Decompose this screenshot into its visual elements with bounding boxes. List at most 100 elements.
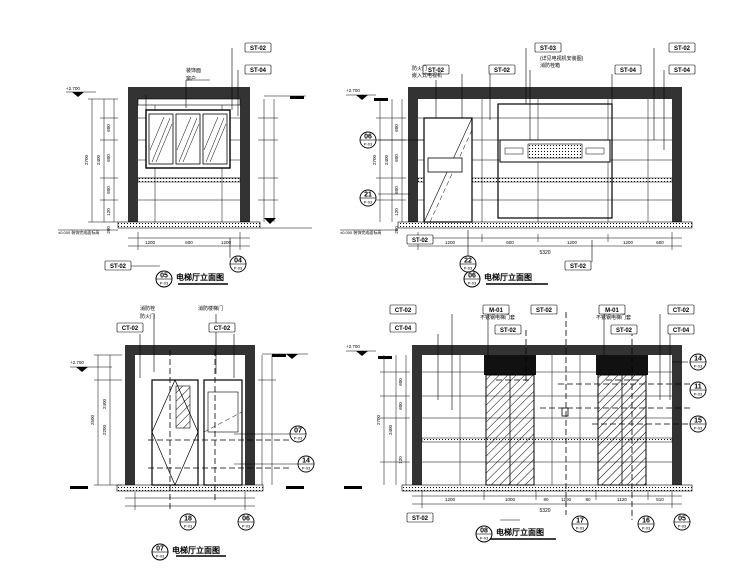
section-mark-sub: P-03 <box>294 436 303 441</box>
tag-box <box>208 322 236 333</box>
elevation-top: +2.700 <box>346 344 360 349</box>
section-mark: 18 <box>184 516 192 523</box>
elevation-05 <box>58 48 312 285</box>
elevation-bottom: ±0.000 装饰完成面标高 <box>58 229 99 235</box>
tag-box <box>422 64 450 75</box>
section-mark-sub: P-03 <box>242 524 251 529</box>
annotation-note: 装饰面 <box>186 67 201 74</box>
material-tag: ST-02 <box>110 264 127 270</box>
annotation-note: 防火门 <box>412 65 427 72</box>
height-dimension: 2700 <box>372 154 377 165</box>
height-dimension: 600 <box>398 402 403 410</box>
section-mark: 21 <box>364 192 372 199</box>
elevation-top: +2.700 <box>66 86 80 91</box>
drawing-number: 07 <box>156 546 164 553</box>
height-dimension: 2700 <box>84 154 89 165</box>
material-tag: CT-02 <box>395 308 412 314</box>
height-dimension: 600 <box>106 154 111 162</box>
height-dimension: 2200 <box>102 424 107 435</box>
height-dimension: 2400 <box>384 154 389 165</box>
height-dimension: 2700 <box>376 414 381 425</box>
section-mark-sub: P-03 <box>678 524 687 529</box>
overall-dimension: 5320 <box>539 250 550 256</box>
section-mark-sub: P-03 <box>302 466 311 471</box>
section-mark-sub: P-03 <box>364 142 373 147</box>
drawing-sheet-ref: P-03 <box>160 281 169 286</box>
height-dimension: 2400 <box>388 424 393 435</box>
material-tag: ST-02 <box>570 264 587 270</box>
section-mark: 06 <box>364 134 372 141</box>
section-mark-sub: P-03 <box>184 524 193 529</box>
height-dimension: 2400 <box>102 398 107 409</box>
tag-box <box>116 322 144 333</box>
tag-box <box>610 324 638 335</box>
width-dimension: 80 <box>585 497 591 502</box>
tag-box <box>564 260 592 271</box>
tag-box <box>244 42 272 53</box>
drawing-title: 电梯厅立面图 <box>176 272 224 282</box>
tag-box <box>530 304 558 315</box>
width-dimension: 1120 <box>617 497 627 502</box>
height-dimension: 2400 <box>96 154 101 165</box>
section-mark-sub: P-03 <box>576 526 585 531</box>
drawing-number: 05 <box>160 273 168 280</box>
width-dimension: 1200 <box>145 240 156 245</box>
annotation-note: 窗户 <box>186 75 196 82</box>
annotation-note: 消防栓 <box>140 305 155 312</box>
tag-box <box>482 304 510 315</box>
width-dimension: 600 <box>185 240 193 245</box>
height-dimension: 120 <box>398 456 403 464</box>
material-tag: ST-02 <box>412 238 429 244</box>
section-mark: 11 <box>694 384 702 391</box>
section-mark-sub: P-03 <box>642 526 651 531</box>
material-tag: M-01 <box>605 308 619 314</box>
width-dimension: 1200 <box>221 240 232 245</box>
section-mark: 14 <box>302 458 310 465</box>
material-tag: ST-04 <box>620 68 637 74</box>
section-mark-sub: P-03 <box>694 392 703 397</box>
drawing-title: 电梯厅立面图 <box>496 527 544 537</box>
tag-box <box>389 304 417 315</box>
drawing-sheet-ref: P-03 <box>156 554 165 559</box>
annotation-layer: 05P-03电梯厅立面图ST-02ST-04ST-0204P-03装饰面窗户+2… <box>58 42 707 561</box>
material-tag: CT-04 <box>395 326 412 332</box>
width-dimension: 1000 <box>505 497 516 502</box>
width-dimension: 600 <box>506 240 514 245</box>
material-tag: ST-02 <box>494 68 511 74</box>
tag-box <box>488 64 516 75</box>
section-mark: 05 <box>678 516 686 523</box>
tag-box <box>668 42 696 53</box>
drawing-sheet-ref: P-03 <box>468 281 477 286</box>
elevation-06 <box>340 48 693 285</box>
elevation-top: +2.700 <box>70 360 84 365</box>
material-tag: CT-02 <box>214 326 231 332</box>
annotation-note: 不锈钢电梯门套 <box>480 314 515 321</box>
drawing-sheet-ref: P-03 <box>480 536 489 541</box>
section-mark-sub: P-03 <box>694 364 703 369</box>
tag-box <box>389 322 417 333</box>
height-dimension: 600 <box>398 378 403 386</box>
elevation-07 <box>70 314 308 557</box>
width-dimension: 1200 <box>623 240 634 245</box>
section-mark: 22 <box>464 258 472 265</box>
elevation-top: +2.700 <box>346 88 360 93</box>
tag-box <box>494 324 522 335</box>
height-dimension: 600 <box>106 186 111 194</box>
height-dimension: 600 <box>394 124 399 132</box>
material-tag: ST-02 <box>674 46 691 52</box>
annotation-note: 嵌入式电视机 <box>412 72 442 79</box>
section-mark-sub: P-03 <box>364 200 373 205</box>
section-mark: 17 <box>576 518 584 525</box>
tag-box <box>244 64 272 75</box>
annotation-note: 防火门 <box>140 313 155 320</box>
tag-box <box>104 260 132 271</box>
section-mark-sub: P-03 <box>234 266 243 271</box>
drawing-title: 电梯厅立面图 <box>484 272 532 282</box>
elevation-bottom: ±0.000 装饰完成面标高 <box>340 229 381 235</box>
section-mark: 06 <box>242 516 250 523</box>
material-tag: CT-04 <box>673 328 690 334</box>
annotation-note: 消防栓箱 <box>540 62 560 69</box>
height-dimension: 600 <box>394 186 399 194</box>
section-mark: 15 <box>694 418 702 425</box>
section-mark: 14 <box>694 356 702 363</box>
